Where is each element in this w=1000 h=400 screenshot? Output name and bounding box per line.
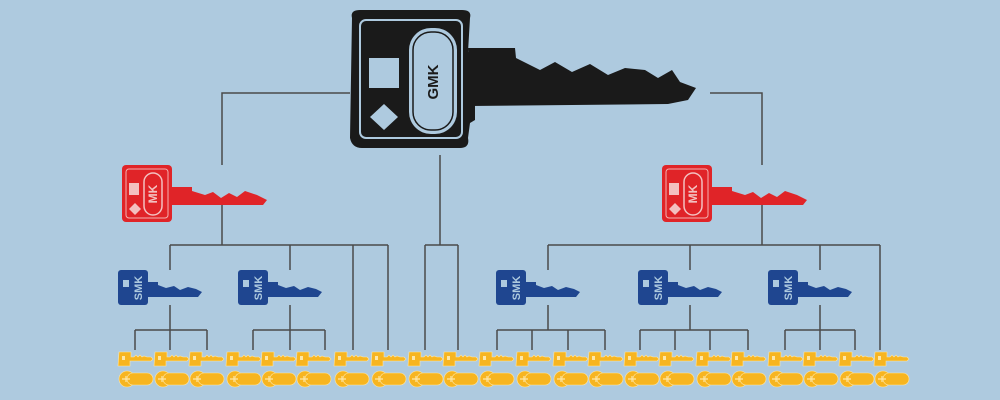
user-key-and-cylinder bbox=[552, 351, 589, 388]
user-key-and-cylinder bbox=[442, 351, 479, 388]
user-key-and-cylinder bbox=[623, 351, 660, 388]
user-key-and-cylinder bbox=[838, 351, 875, 388]
smk-bow bbox=[638, 270, 668, 305]
connector-line bbox=[253, 305, 325, 331]
gmk-to-mk-left-line bbox=[221, 92, 350, 165]
sub-master-key: SMK bbox=[238, 270, 322, 305]
mk-blade bbox=[172, 187, 267, 205]
smk-label: SMK bbox=[133, 276, 145, 301]
smk-blade bbox=[526, 282, 580, 297]
user-key-and-cylinder bbox=[515, 351, 552, 388]
smk-bow bbox=[118, 270, 148, 305]
brand-logo-icon bbox=[669, 203, 681, 215]
smk-blade bbox=[148, 282, 202, 297]
user-key-and-cylinder bbox=[153, 351, 190, 388]
master-key: MK bbox=[662, 165, 807, 222]
user-key-and-cylinder bbox=[767, 351, 804, 388]
user-key-and-cylinder bbox=[587, 351, 624, 388]
grand-master-key: GMK bbox=[350, 10, 696, 148]
user-key-and-cylinder bbox=[333, 351, 370, 388]
sub-master-key: SMK bbox=[496, 270, 580, 305]
brand-logo-icon bbox=[370, 104, 398, 130]
smk-label: SMK bbox=[653, 276, 665, 301]
connector-line bbox=[785, 305, 855, 331]
smk-label: SMK bbox=[511, 276, 523, 301]
user-key-and-cylinder bbox=[117, 351, 154, 388]
user-key-and-cylinder bbox=[188, 351, 225, 388]
smk-blade bbox=[268, 282, 322, 297]
mk-left-bus bbox=[170, 205, 388, 246]
smk-label: SMK bbox=[253, 276, 265, 301]
brand-logo-icon bbox=[129, 203, 141, 215]
user-keys-row bbox=[117, 351, 910, 388]
user-key-and-cylinder bbox=[695, 351, 732, 388]
mk-label: MK bbox=[146, 184, 160, 203]
connector-line bbox=[135, 305, 207, 331]
connector-line bbox=[497, 305, 605, 331]
connector-line bbox=[640, 305, 748, 331]
user-key-and-cylinder bbox=[225, 351, 262, 388]
gmk-direct-lines bbox=[424, 155, 459, 350]
mk-right-bus bbox=[548, 205, 880, 246]
user-key-and-cylinder bbox=[873, 351, 910, 388]
user-key-and-cylinder bbox=[407, 351, 444, 388]
sub-master-key: SMK bbox=[118, 270, 202, 305]
user-key-and-cylinder bbox=[478, 351, 515, 388]
sub-master-key: SMK bbox=[638, 270, 722, 305]
user-key-and-cylinder bbox=[658, 351, 695, 388]
user-key-and-cylinder bbox=[730, 351, 767, 388]
smk-bow bbox=[496, 270, 526, 305]
master-key: MK bbox=[122, 165, 267, 222]
smk-label: SMK bbox=[783, 276, 795, 301]
smk-blade bbox=[668, 282, 722, 297]
user-key-and-cylinder bbox=[802, 351, 839, 388]
connector-lines bbox=[134, 92, 881, 350]
smk-bow bbox=[238, 270, 268, 305]
user-key-and-cylinder bbox=[295, 351, 332, 388]
mk-label: MK bbox=[686, 184, 700, 203]
gmk-label: GMK bbox=[425, 64, 442, 99]
smk-blade bbox=[798, 282, 852, 297]
mk-blade bbox=[712, 187, 807, 205]
sub-master-key: SMK bbox=[768, 270, 852, 305]
gmk-to-mk-right-line bbox=[710, 92, 763, 165]
user-key-and-cylinder bbox=[260, 351, 297, 388]
gmk-blade bbox=[468, 48, 696, 106]
smk-bow bbox=[768, 270, 798, 305]
user-key-and-cylinder bbox=[370, 351, 407, 388]
